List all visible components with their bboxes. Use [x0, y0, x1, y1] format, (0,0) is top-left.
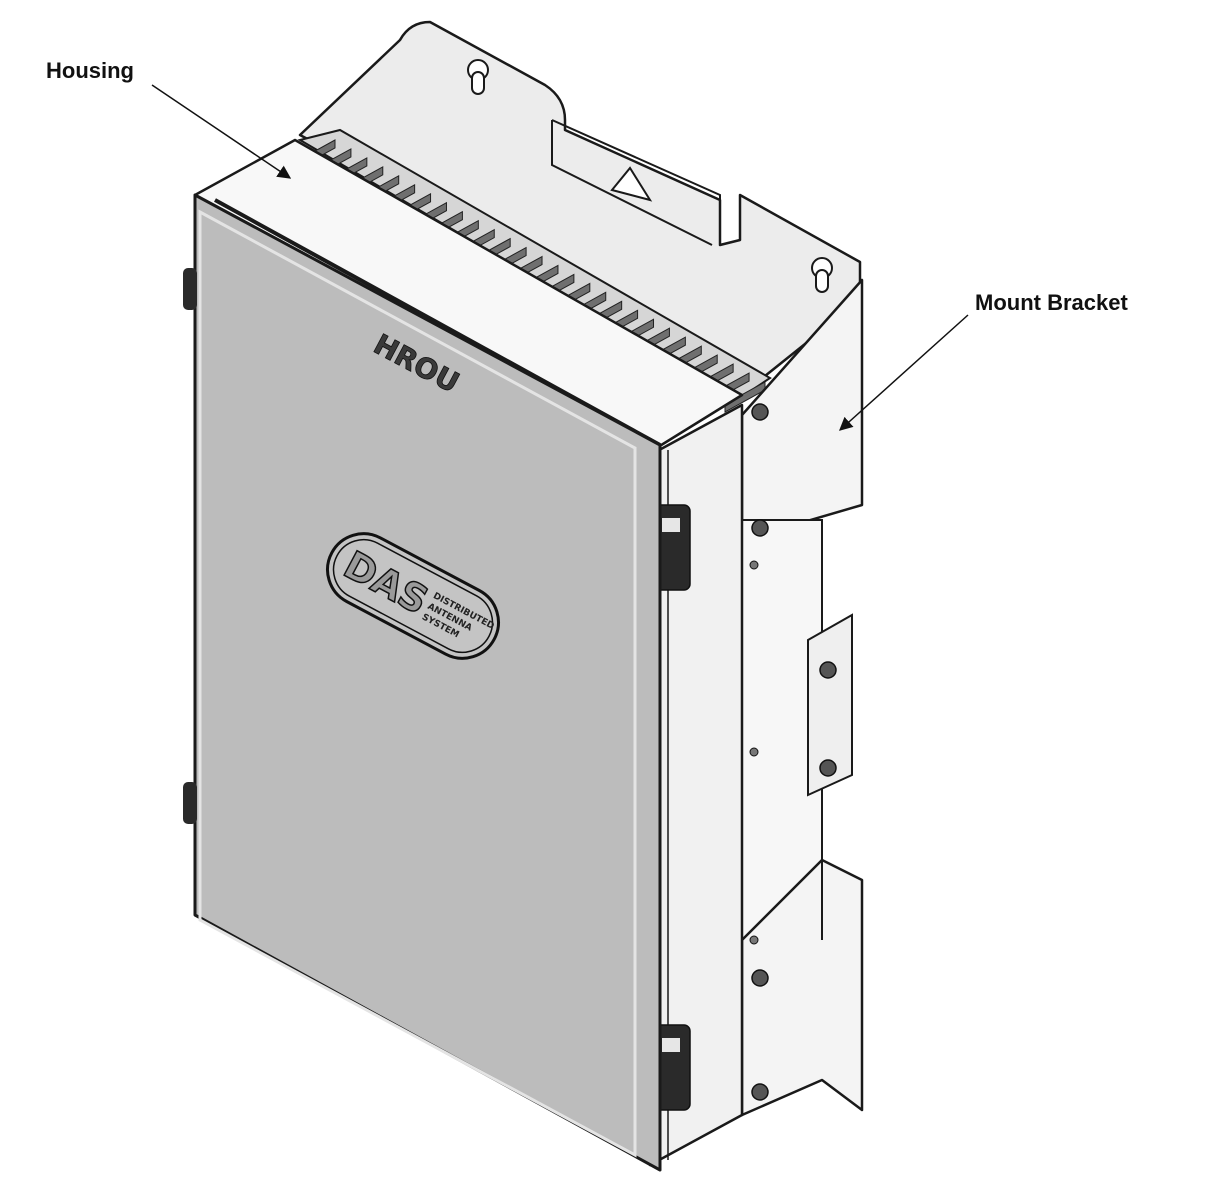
- das-logo-badge: DAS DISTRIBUTED ANTENNA SYSTEM: [326, 532, 500, 660]
- hinge-upper: [653, 504, 691, 591]
- housing-callout: Housing: [46, 58, 134, 83]
- housing-leader-line: [151, 84, 292, 179]
- mount-bracket-callout: Mount Bracket: [975, 290, 1128, 315]
- keyhole-slot-right: [811, 257, 833, 293]
- triangle-mark: [610, 166, 653, 202]
- mount-bracket-side: [740, 278, 864, 1117]
- latch-upper: [183, 268, 197, 310]
- keyhole-slot-left: [467, 59, 489, 95]
- mount-bracket-leader-line: [838, 314, 969, 431]
- housing-side: [648, 403, 744, 1167]
- mount-bracket-top: [298, 20, 862, 382]
- housing-door: HROU DAS DISTRIBUTED ANTENNA SYSTEM: [183, 193, 662, 1172]
- latch-lower: [183, 782, 197, 824]
